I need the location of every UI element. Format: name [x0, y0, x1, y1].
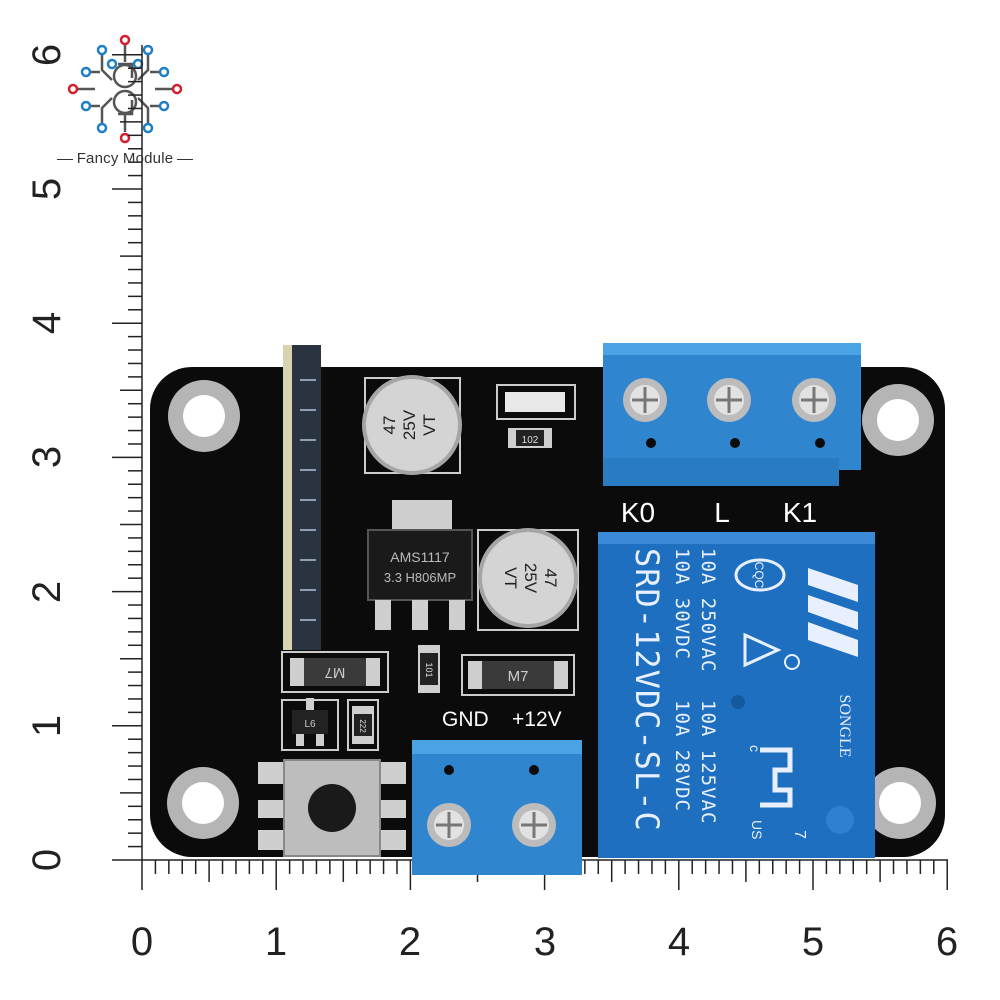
x-axis-tick-labels: 0 1 2 3 4 5 6 [131, 920, 958, 964]
capacitor-top-series: VT [420, 414, 439, 436]
y-tick-label: 1 [25, 715, 69, 737]
relay-rating-4: 10A 125VAC [697, 700, 719, 824]
brand-dash-left [56, 158, 73, 160]
y-tick-label: 2 [25, 581, 69, 603]
push-button [258, 759, 406, 857]
terminal-label-k0: K0 [621, 497, 655, 528]
relay-rating-5: 10A 28VDC [671, 700, 693, 812]
fancy-module-logo [67, 34, 183, 144]
capacitor-mid-series: VT [501, 567, 520, 589]
screw-terminal [707, 378, 751, 422]
ul-us-mark: US [749, 820, 765, 839]
resistor-2-label: 101 [424, 662, 434, 677]
resistor-3: 222 [347, 699, 379, 751]
wireless-module [283, 345, 321, 650]
diode-1-label: M7 [325, 664, 346, 681]
power-input-terminal-block [412, 740, 582, 875]
brand-dash-right [177, 158, 194, 160]
power-label-12v: +12V [512, 708, 562, 731]
relay-rating-1: 10A 250VAC [697, 548, 719, 672]
mounting-hole [864, 767, 936, 839]
capacitor-middle: 47 25V VT [477, 528, 579, 631]
diode-2-label: M7 [508, 668, 529, 685]
warning-triangle-icon [743, 632, 782, 668]
diode-1: M7 [281, 651, 389, 693]
x-tick-label: 1 [265, 920, 287, 964]
power-label-gnd: GND [442, 708, 489, 731]
regulator-part-number: AMS1117 [390, 549, 450, 565]
brand-caption: Fancy Module [40, 150, 210, 167]
ul-c-mark: c [747, 745, 763, 752]
terminal-label-k1: K1 [783, 497, 817, 528]
mounting-hole [167, 767, 239, 839]
voltage-regulator: AMS1117 3.3 H806MP [367, 500, 473, 630]
transistor-label: L6 [304, 719, 316, 730]
y-tick-label: 0 [25, 849, 69, 871]
cqc-label: CQC [752, 562, 766, 589]
y-tick-label: 3 [25, 446, 69, 468]
capacitor-mid-value: 47 [541, 569, 560, 588]
diode-2: M7 [461, 654, 575, 696]
x-tick-label: 4 [668, 920, 690, 964]
terminal-label-l: L [714, 497, 730, 528]
regulator-code: 3.3 H806MP [384, 570, 456, 585]
resistor-3-label: 222 [358, 719, 367, 733]
cqc-certification-mark: CQC [734, 558, 786, 592]
relay-output-terminal-block [603, 343, 861, 486]
resistor-1: 102 [508, 428, 552, 448]
capacitor-top-value: 47 [380, 416, 399, 435]
songle-logo: SONGLE [784, 568, 858, 758]
led-indicator [496, 384, 576, 420]
y-tick-label: 5 [25, 178, 69, 200]
songle-brand: SONGLE [836, 694, 853, 757]
screw-terminal [792, 378, 836, 422]
resistor-2: 101 [418, 645, 440, 693]
resistor-1-label: 102 [522, 435, 539, 446]
x-tick-label: 2 [399, 920, 421, 964]
mounting-hole [168, 380, 240, 452]
ruler-ticks [112, 54, 948, 890]
screw-terminal [427, 803, 471, 847]
relay-model: SRD-12VDC-SL-C [628, 548, 666, 832]
mounting-hole [862, 384, 934, 456]
relay-rating-2: 10A 30VDC [671, 548, 693, 660]
screw-terminal [623, 378, 667, 422]
capacitor-top-voltage: 25V [400, 409, 419, 440]
y-tick-label: 4 [25, 312, 69, 334]
capacitor-top: 47 25V VT [362, 375, 462, 475]
y-axis-tick-labels: 0 1 2 3 4 5 6 [25, 44, 69, 871]
ul-certification-mark: c US 7 [747, 745, 808, 839]
ul-number: 7 [791, 830, 808, 839]
brand-name: Fancy Module [76, 150, 174, 167]
y-tick-label: 6 [25, 44, 69, 66]
transistor: L6 [281, 698, 339, 751]
capacitor-mid-voltage: 25V [521, 563, 540, 594]
screw-terminal [512, 803, 556, 847]
x-tick-label: 6 [936, 920, 958, 964]
x-tick-label: 5 [802, 920, 824, 964]
relay-module-board: 47 25V VT 47 25V VT AMS1117 3.3 H806MP [150, 343, 945, 875]
x-tick-label: 3 [534, 920, 556, 964]
x-tick-label: 0 [131, 920, 153, 964]
relay: 10A 250VAC 10A 30VDC SRD-12VDC-SL-C 10A … [598, 532, 875, 858]
